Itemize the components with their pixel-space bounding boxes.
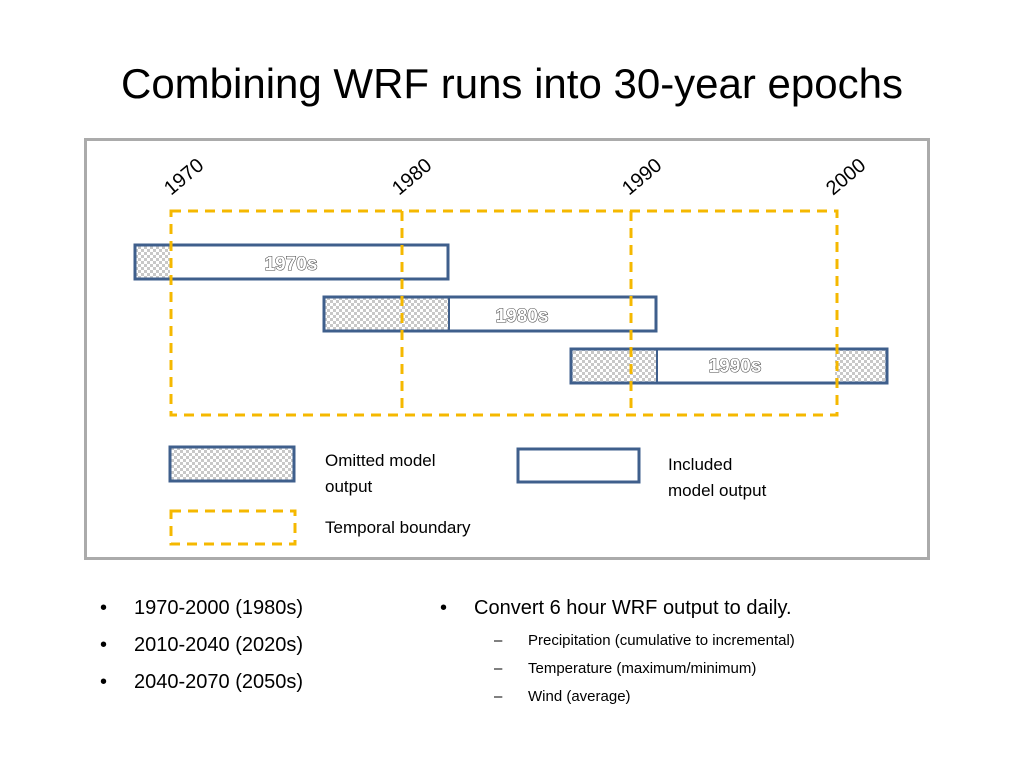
legend-omitted-label: Omitted model output [325,448,436,500]
list-item: • 2010-2040 (2020s) [100,627,420,664]
epoch-list: • 1970-2000 (1980s) • 2010-2040 (2020s) … [100,590,420,701]
bullet-icon: • [100,597,108,619]
run-bar-1970s-outline [133,243,450,281]
sub-bullet-text: Temperature (maximum/minimum) [528,660,757,677]
list-item: • 1970-2000 (1980s) [100,590,420,627]
sub-list-item: – Wind (average) [440,683,940,711]
run-bar-1980s-label: 1980s [496,306,549,327]
year-label-1980: 1980 [388,154,436,199]
dash-icon: – [494,688,503,705]
run-bar-1970s-omitted [135,245,170,279]
bullet-text: Convert 6 hour WRF output to daily. [474,597,792,619]
legend-omitted-swatch [168,445,296,483]
run-bar-1970s: 1970s [133,243,450,281]
run-bar-1990s: 1990s [569,347,889,385]
year-label-1990: 1990 [618,154,666,199]
list-item: • Convert 6 hour WRF output to daily. [440,590,940,627]
sub-list-item: – Precipitation (cumulative to increment… [440,627,940,655]
bullet-text: 1970-2000 (1980s) [134,597,304,619]
bullet-icon: • [100,634,108,656]
slide-title: Combining WRF runs into 30-year epochs [120,60,903,107]
dash-icon: – [494,660,503,677]
run-bar-1980s-outline [322,295,658,333]
legend-included-swatch [516,447,641,484]
temporal-boundaries [169,209,839,417]
sub-bullet-text: Wind (average) [528,688,631,705]
legend-boundary-line: Temporal boundary [325,518,471,537]
legend-included-line1: Included [668,455,733,474]
legend-omitted-line1: Omitted model [325,451,436,470]
dash-icon: – [494,632,503,649]
list-item: • 2040-2070 (2050s) [100,664,420,701]
sub-list-item: – Temperature (maximum/minimum) [440,655,940,683]
legend-included-label: Included model output [668,452,766,504]
run-bar-1990s-omitted-start [571,349,657,383]
temporal-boundary-box [169,209,839,417]
run-bar-1990s-outline [569,347,889,385]
legend-boundary-swatch [169,509,297,546]
legend-included-line2: model output [668,481,767,500]
run-bar-1990s-label: 1990s [709,356,762,377]
bullet-icon: • [440,597,448,619]
run-bar-1980s: 1980s [322,295,658,333]
diagram-frame: 1970 1980 1990 2000 1970s 1980s 1990s [84,138,930,560]
year-label-1970: 1970 [160,154,208,199]
bullet-text: 2010-2040 (2020s) [134,634,304,656]
epoch-diagram: 1970 1980 1990 2000 1970s 1980s 1990s [133,154,889,546]
bullet-icon: • [100,671,108,693]
bullet-text: 2040-2070 (2050s) [134,671,304,693]
run-bar-1970s-label: 1970s [265,254,318,275]
conversion-list: • Convert 6 hour WRF output to daily. – … [440,590,940,711]
year-label-2000: 2000 [822,154,870,199]
run-bar-1980s-omitted [324,297,449,331]
run-bar-1990s-omitted-end [835,349,887,383]
legend-omitted-line2: output [325,477,373,496]
sub-bullet-text: Precipitation (cumulative to incremental… [528,632,795,649]
legend-boundary-label: Temporal boundary [325,515,471,541]
